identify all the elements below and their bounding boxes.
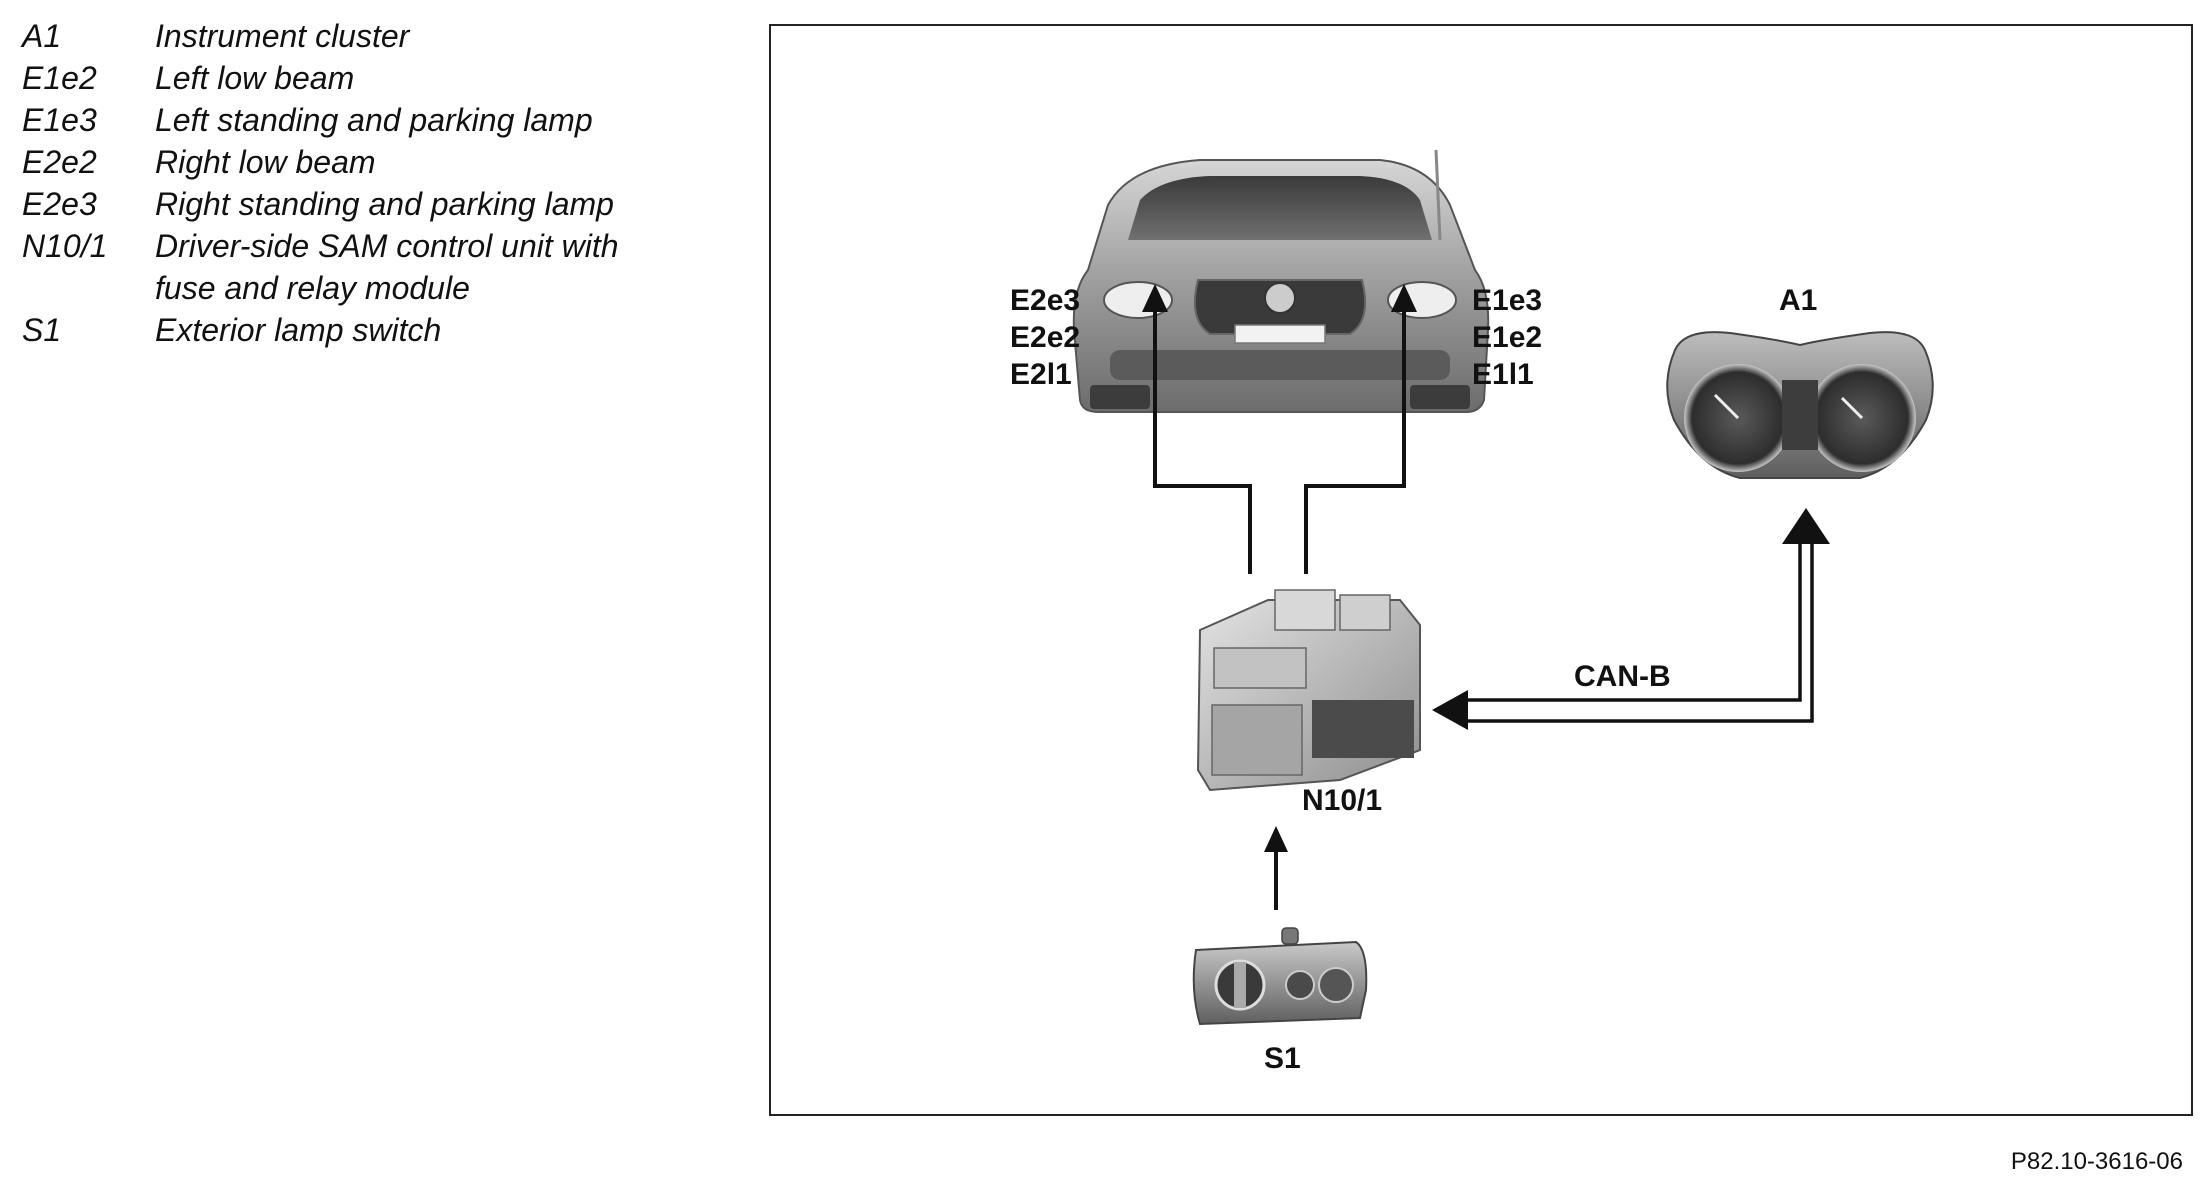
figure-number: P82.10-3616-06 <box>2010 1148 2183 1175</box>
label-e1e2: E1e2 <box>1472 321 1543 354</box>
diagram-frame <box>769 24 2193 1116</box>
label-e2e3: E2e3 <box>1010 284 1081 317</box>
label-e1e3: E1e3 <box>1472 284 1543 317</box>
legend-code-e2e2: E2e2 <box>22 144 97 180</box>
label-e2l1: E2l1 <box>1010 358 1072 391</box>
legend-code-s1: S1 <box>22 312 62 348</box>
can-arrow-to-cluster <box>1782 508 1830 544</box>
lamp-wires <box>1153 308 1406 574</box>
arrow-to-right-lamp <box>1142 284 1168 312</box>
label-a1: A1 <box>1779 284 1818 317</box>
label-s1: S1 <box>1264 1042 1301 1075</box>
can-arrow-to-sam <box>1432 690 1468 730</box>
legend-desc-e2e2: Right low beam <box>155 144 376 180</box>
legend-code-e1e3: E1e3 <box>22 102 97 138</box>
car-front-image <box>1072 149 1490 413</box>
legend-desc-a1: Instrument cluster <box>155 18 410 54</box>
legend-desc-e1e2: Left low beam <box>155 60 355 96</box>
arrow-to-left-lamp <box>1391 284 1417 312</box>
label-e1l1: E1l1 <box>1472 358 1534 391</box>
label-can-b: CAN-B <box>1574 660 1671 693</box>
legend-desc-e2e3: Right standing and parking lamp <box>155 186 614 222</box>
label-e2e2: E2e2 <box>1010 321 1081 354</box>
legend-desc-n10-1: Driver-side SAM control unit with <box>155 228 619 264</box>
legend-desc-e1e3: Left standing and parking lamp <box>155 102 593 138</box>
legend-desc-n10-1-line2: fuse and relay module <box>155 270 470 306</box>
arrow-to-sam <box>1264 826 1288 852</box>
legend-code-a1: A1 <box>22 18 62 54</box>
legend-desc-s1: Exterior lamp switch <box>155 312 442 348</box>
legend-code-e1e2: E1e2 <box>22 60 97 96</box>
legend-code-n10-1: N10/1 <box>22 228 108 264</box>
can-b-bus <box>1460 540 1814 723</box>
label-n10-1: N10/1 <box>1302 784 1383 817</box>
sam-control-unit-image <box>1196 589 1421 792</box>
instrument-cluster-image <box>1666 331 1934 479</box>
exterior-lamp-switch-image <box>1192 927 1368 1026</box>
legend-code-e2e3: E2e3 <box>22 186 97 222</box>
